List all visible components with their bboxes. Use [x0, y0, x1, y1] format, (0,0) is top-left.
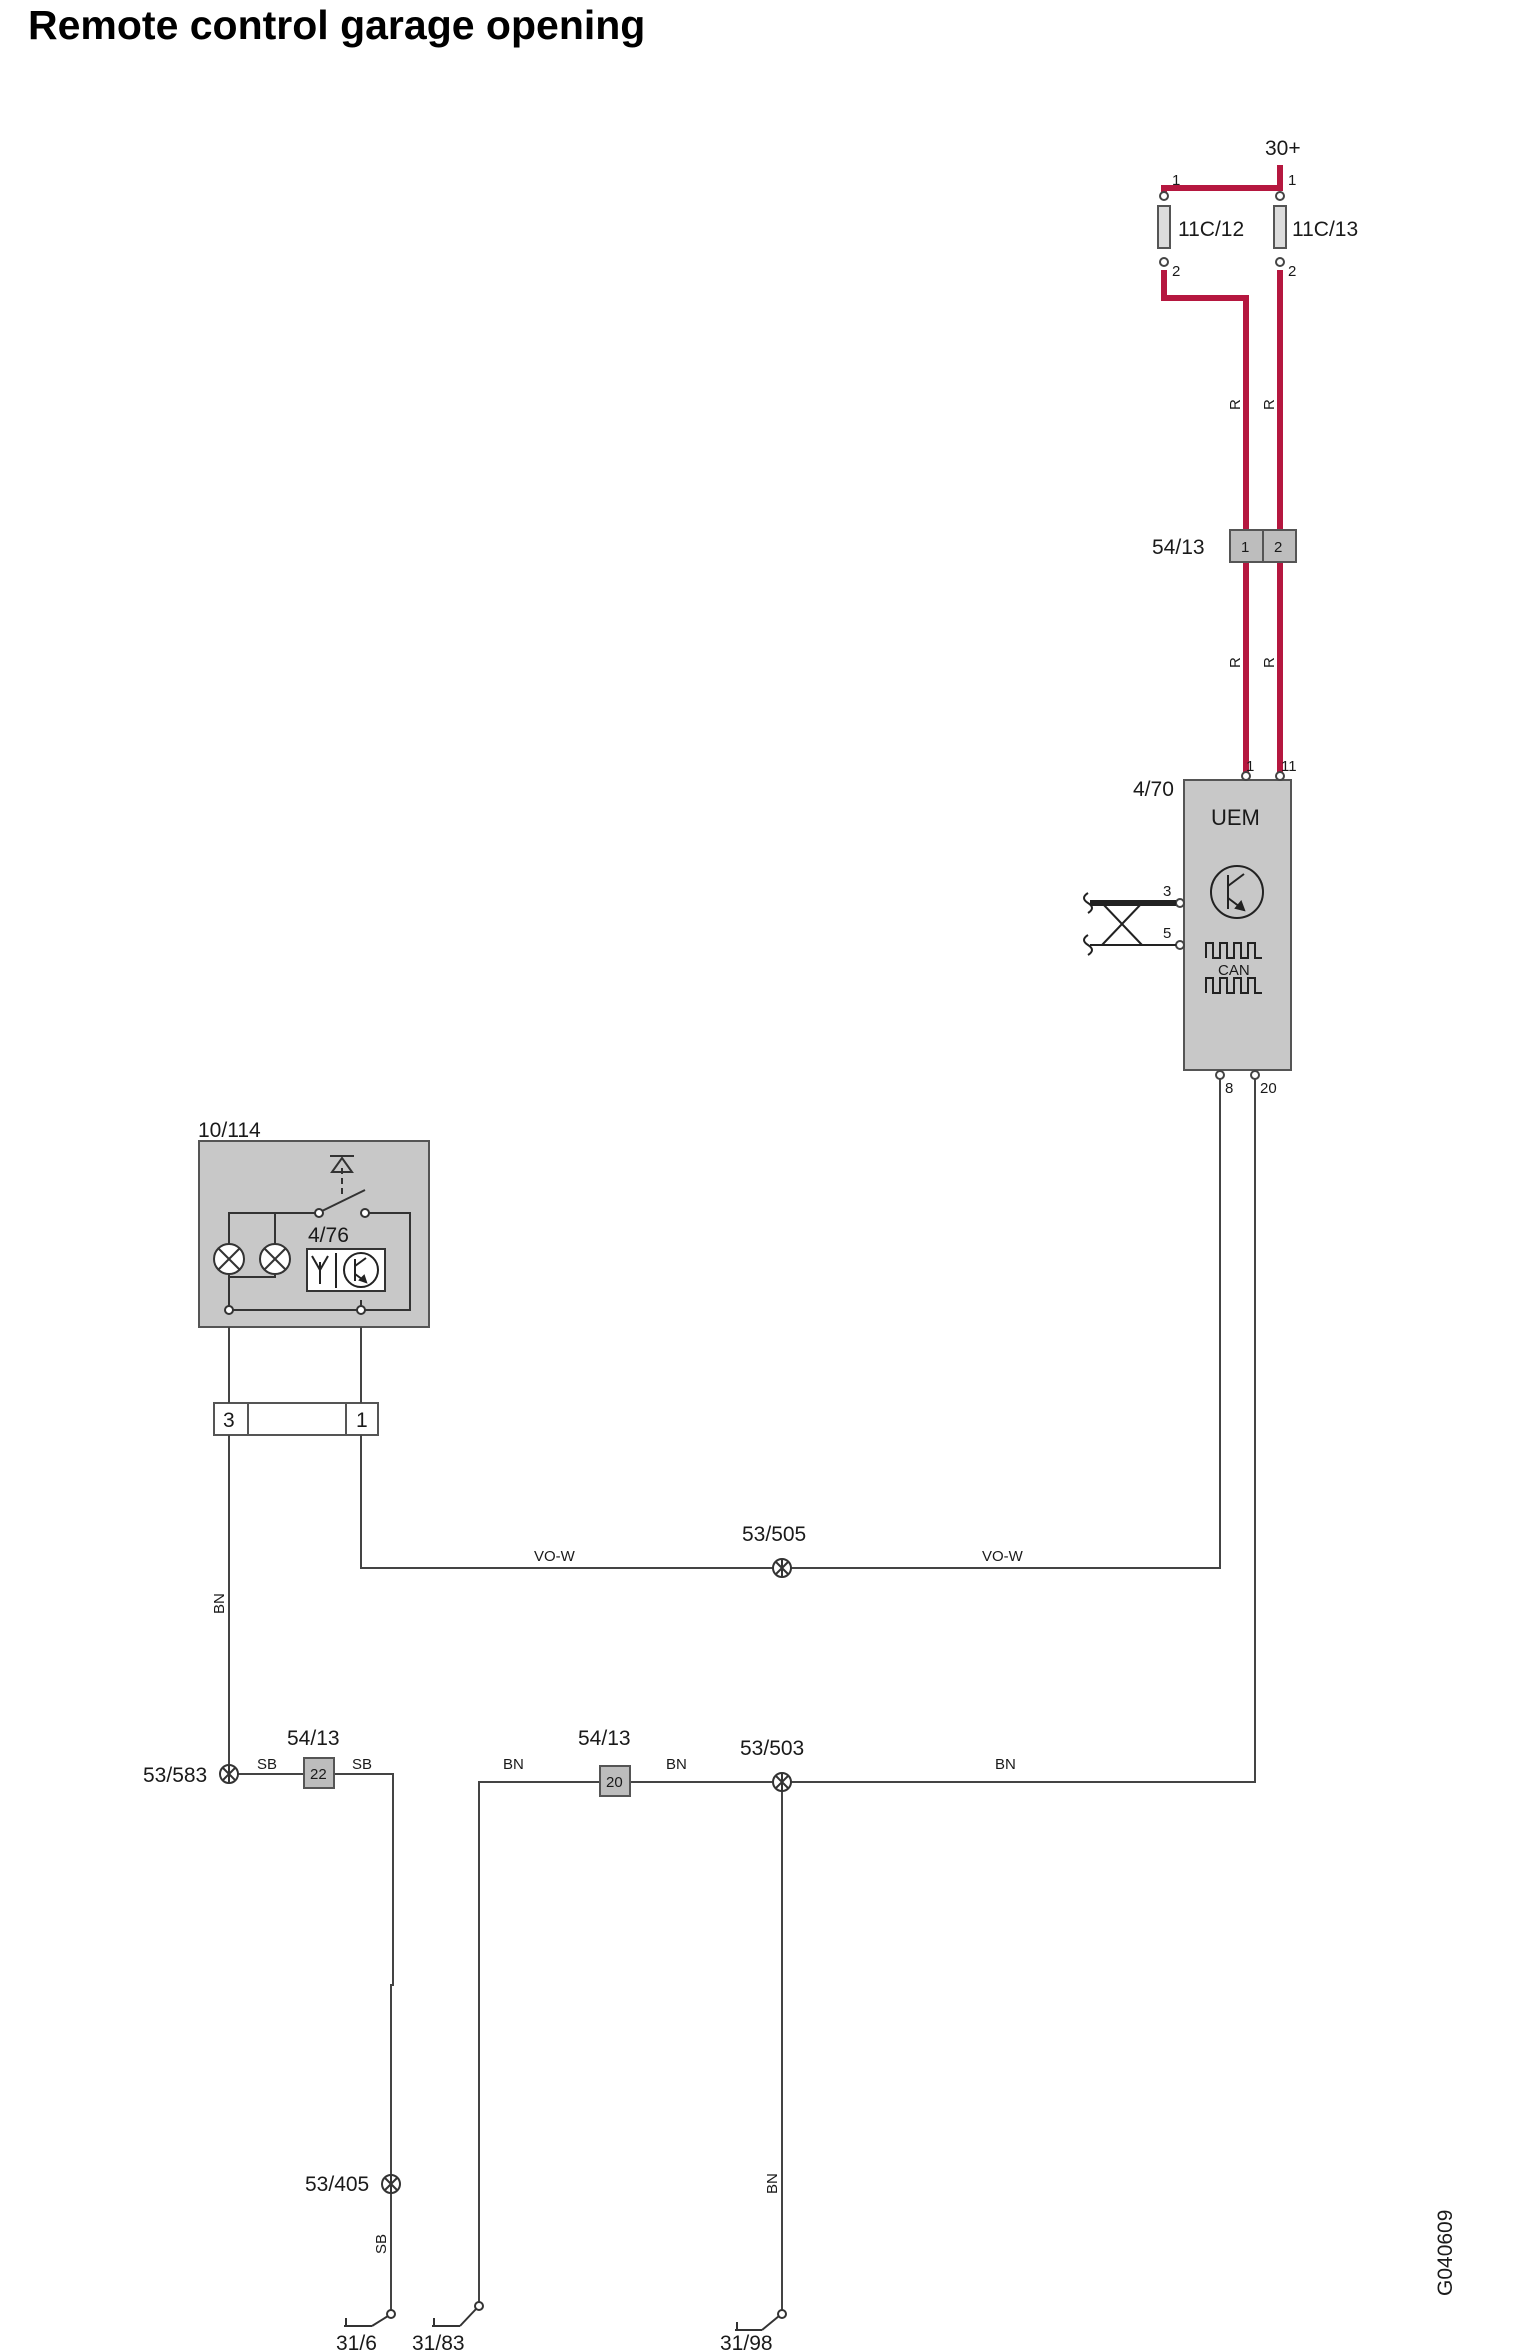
uem-pin-top-11: 11	[1281, 758, 1297, 775]
wire-vo-w-signal	[360, 1435, 773, 1569]
wire-color-bn-2: BN	[503, 1756, 524, 1773]
fuse-11c13-pin-top: 1	[1288, 172, 1296, 189]
uem-module: 4/70 UEM 1 11 CAN 3 5 8 20	[1133, 758, 1297, 1097]
wire-color-r-4: R	[1261, 657, 1278, 668]
remote-module-sub-id: 4/76	[308, 1224, 349, 1247]
connector-20-label: 54/13	[578, 1727, 631, 1750]
wire-bn-ground-83	[478, 1781, 600, 2302]
fuse-11c13: 1 11C/13 2	[1273, 172, 1358, 280]
wire-color-bn-3: BN	[666, 1756, 687, 1773]
connector-54-13-top: 1 2 54/13	[1152, 529, 1297, 563]
uem-pin-bottom-8: 8	[1225, 1080, 1233, 1097]
wire-color-sb-1: SB	[257, 1756, 277, 1773]
fuse-11c12-label: 11C/12	[1178, 218, 1244, 241]
uem-id: 4/70	[1133, 778, 1174, 801]
wire-color-sb-2: SB	[352, 1756, 372, 1773]
connector-20-pin: 20	[606, 1774, 623, 1791]
wire-color-sb-3: SB	[373, 2234, 390, 2254]
wire-color-r-2: R	[1261, 399, 1278, 410]
ground-31-98	[735, 2309, 787, 2331]
ground-31-83-label: 31/83	[412, 2332, 465, 2352]
fuse-11c12: 1 11C/12 2	[1157, 172, 1244, 280]
plug-pin-3: 3	[223, 1409, 235, 1432]
wire-color-vo-w-2: VO-W	[982, 1548, 1024, 1565]
splice-53-503	[772, 1772, 792, 1792]
connector-54-13-pin-20: 54/13 20	[578, 1727, 631, 1797]
uem-pin-top-1: 1	[1246, 758, 1254, 775]
remote-module: 10/114 4/76	[198, 1119, 430, 1328]
fuse-11c12-out-wire	[1161, 270, 1249, 530]
antenna-icon	[311, 1253, 337, 1288]
can-bus-wires	[1083, 892, 1176, 956]
uem-pin-bottom-20: 20	[1260, 1080, 1277, 1097]
splice-53-583	[219, 1764, 239, 1784]
ground-31-6	[344, 2309, 396, 2327]
wire-color-bn-5: BN	[764, 2173, 781, 2194]
plug-connector: 3 1	[213, 1402, 379, 1436]
wire-sb-2	[334, 1773, 394, 2175]
uem-name: UEM	[1211, 805, 1260, 830]
connector-54-13-top-pin-1: 1	[1241, 539, 1249, 556]
remote-receiver-box	[306, 1248, 386, 1292]
ground-31-6-label: 31/6	[336, 2332, 377, 2352]
square-wave-icon	[1205, 942, 1262, 994]
ground-31-98-label: 31/98	[720, 2332, 773, 2352]
internal-wiring	[228, 1212, 411, 1311]
splice-53-583-label: 53/583	[143, 1764, 207, 1787]
wire-color-bn-1: BN	[211, 1593, 228, 1614]
supply-label: 30+	[1265, 137, 1301, 160]
splice-53-405-label: 53/405	[305, 2173, 369, 2196]
wire-color-r-3: R	[1227, 657, 1244, 668]
splice-53-505-label: 53/505	[742, 1523, 806, 1546]
wire-vo-w-uem	[791, 1079, 1221, 1569]
connector-22-label: 54/13	[287, 1727, 340, 1750]
transistor-icon-remote	[343, 1252, 379, 1288]
figure-code: G040609	[1434, 2210, 1457, 2296]
wire-bn-uem20	[791, 1079, 1256, 1783]
transistor-icon	[1210, 865, 1264, 919]
lamp-icon	[213, 1243, 245, 1275]
connector-54-13-pin-22: 54/13 22	[287, 1727, 340, 1789]
wire-color-r-1: R	[1227, 399, 1244, 410]
signal-wires	[228, 1079, 1256, 2310]
fuse-11c13-pin-bottom: 2	[1288, 263, 1296, 280]
fuse-11c13-label: 11C/13	[1292, 218, 1358, 241]
power-wires	[1161, 165, 1283, 778]
connector-22-pin: 22	[310, 1766, 327, 1783]
splice-53-505	[772, 1558, 792, 1578]
ground-31-83	[432, 2301, 484, 2327]
fuse-11c12-pin-bottom: 2	[1172, 263, 1180, 280]
fuse-11c12-pin-top: 1	[1172, 172, 1180, 189]
plug-pin-1: 1	[356, 1409, 368, 1432]
lamp-icon-2	[259, 1243, 291, 1275]
uem-pin-left-5: 5	[1163, 925, 1171, 942]
wire-color-bn-4: BN	[995, 1756, 1016, 1773]
supply-bus-wire	[1161, 165, 1283, 200]
remote-module-id: 10/114	[198, 1119, 261, 1142]
switch-icon	[314, 1155, 370, 1218]
splice-53-405	[381, 2174, 401, 2194]
uem-pin-left-3: 3	[1163, 883, 1171, 900]
wire-color-vo-w-1: VO-W	[534, 1548, 576, 1565]
uem-bus-label: CAN	[1218, 962, 1250, 979]
connector-54-13-top-pin-2: 2	[1274, 539, 1282, 556]
page-title: Remote control garage opening	[28, 2, 646, 48]
splice-53-503-label: 53/503	[740, 1737, 804, 1760]
connector-54-13-top-label: 54/13	[1152, 536, 1205, 559]
